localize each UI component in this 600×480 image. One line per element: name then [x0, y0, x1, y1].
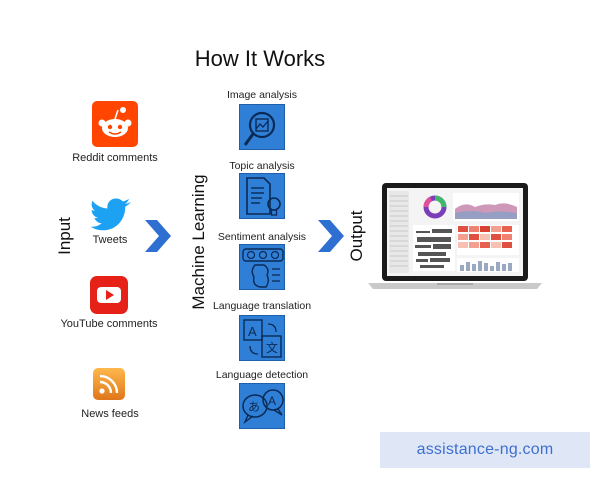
- translation-icon: A 文: [239, 315, 285, 361]
- ml-step-label-language-translation: Language translation: [212, 300, 312, 312]
- page-title: How It Works: [194, 46, 326, 71]
- sentiment-analysis-icon: [239, 244, 285, 290]
- source-label-news-feeds: News feeds: [81, 408, 139, 420]
- ml-step-label-topic-analysis: Topic analysis: [229, 160, 295, 172]
- svg-text:A: A: [268, 394, 276, 408]
- laptop-dashboard-icon: [368, 183, 542, 289]
- image-analysis-icon: [239, 104, 285, 150]
- language-detection-icon: あ A: [239, 383, 285, 429]
- source-label-tweets: Tweets: [92, 234, 128, 246]
- svg-text:文: 文: [266, 340, 278, 355]
- output-label: Output: [347, 210, 366, 262]
- source-label-reddit: Reddit comments: [72, 152, 158, 164]
- chevron-right-icon: [145, 220, 171, 252]
- watermark-label: assistance-ng.com: [380, 432, 590, 468]
- svg-text:A: A: [248, 324, 257, 339]
- ml-step-label-image-analysis: Image analysis: [226, 89, 298, 101]
- ml-step-label-language-detection: Language detection: [215, 369, 309, 381]
- reddit-icon: [92, 101, 138, 147]
- twitter-icon: [91, 198, 131, 231]
- topic-analysis-icon: [239, 173, 285, 219]
- ml-step-label-sentiment-analysis: Sentiment analysis: [217, 231, 307, 243]
- chevron-right-icon: [318, 220, 344, 252]
- rss-icon: [93, 368, 125, 400]
- source-label-youtube: YouTube comments: [60, 318, 158, 330]
- svg-text:あ: あ: [248, 400, 260, 414]
- youtube-icon: [90, 276, 128, 314]
